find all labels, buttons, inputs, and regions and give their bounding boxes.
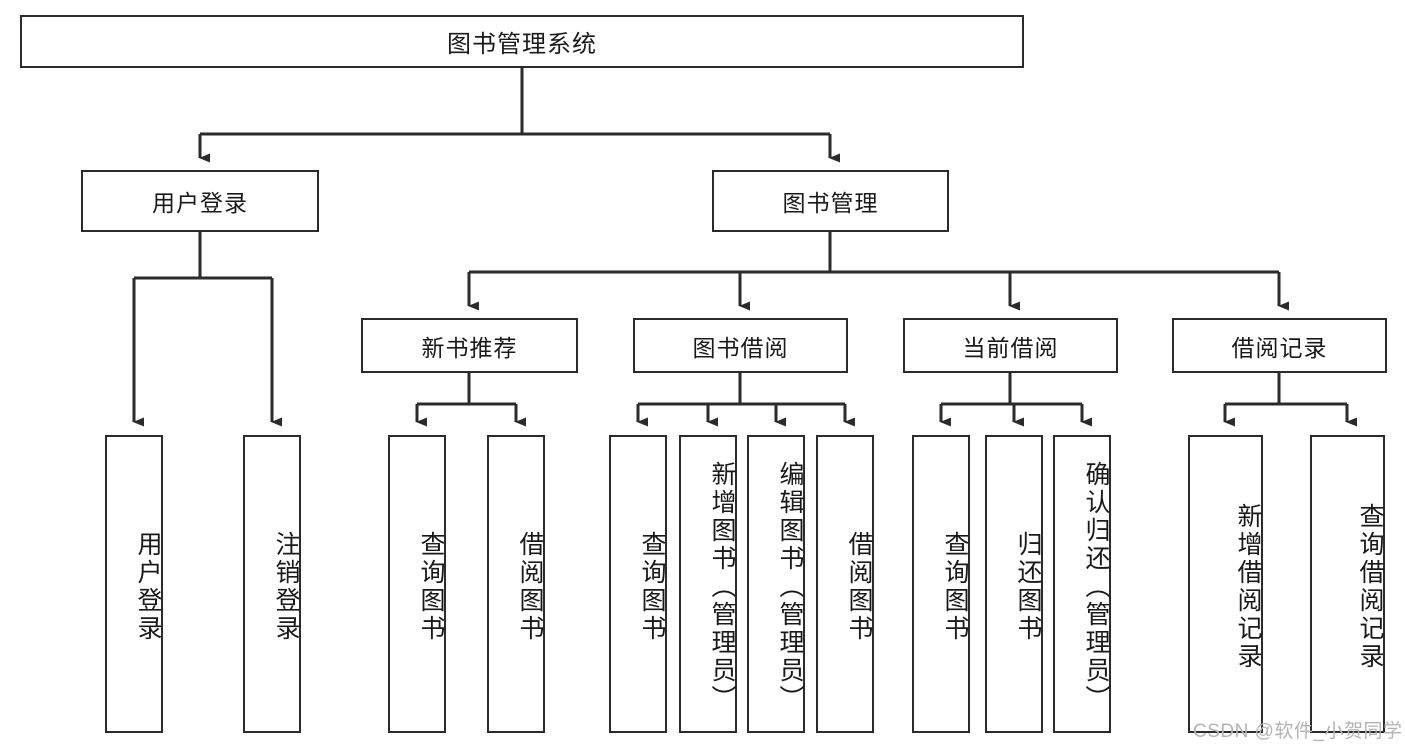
leaf-borrow-book-rec[interactable]: 借阅图书 <box>487 435 545 733</box>
node-current-borrow[interactable]: 当前借阅 <box>903 318 1118 373</box>
node-borrow-record[interactable]: 借阅记录 <box>1172 318 1387 373</box>
leaf-query-book-cur[interactable]: 查询图书 <box>912 435 970 733</box>
csdn-watermark-text: CSDN @软件_小贺同学 <box>1193 721 1403 742</box>
leaf-query-book[interactable]: 查询图书 <box>609 435 667 733</box>
node-borrow-record-label: 借阅记录 <box>1231 334 1328 361</box>
leaf-query-book-rec-label: 查询图书 <box>417 531 445 643</box>
leaf-query-record-label: 查询借阅记录 <box>1356 503 1384 671</box>
leaf-query-record[interactable]: 查询借阅记录 <box>1310 435 1385 733</box>
leaf-user-login[interactable]: 用户登录 <box>105 435 163 733</box>
node-user-login[interactable]: 用户登录 <box>81 170 319 232</box>
leaf-logout[interactable]: 注销登录 <box>243 435 301 733</box>
leaf-edit-book[interactable]: 编辑图书（管理员） <box>747 435 805 733</box>
node-book-borrow[interactable]: 图书借阅 <box>633 318 848 373</box>
leaf-add-record-label: 新增借阅记录 <box>1234 503 1262 671</box>
node-book-manage-label: 图书管理 <box>782 190 879 216</box>
leaf-add-book[interactable]: 新增图书（管理员） <box>679 435 737 733</box>
leaf-query-book-label: 查询图书 <box>638 531 666 643</box>
node-new-book-rec-label: 新书推荐 <box>421 334 518 361</box>
leaf-query-book-cur-label: 查询图书 <box>941 531 969 643</box>
leaf-logout-label: 注销登录 <box>272 531 300 643</box>
leaf-add-record[interactable]: 新增借阅记录 <box>1188 435 1263 733</box>
node-current-borrow-label: 当前借阅 <box>962 334 1059 361</box>
node-book-manage[interactable]: 图书管理 <box>712 170 949 232</box>
leaf-edit-book-label: 编辑图书（管理员） <box>776 461 804 713</box>
leaf-user-login-label: 用户登录 <box>134 531 162 643</box>
node-book-borrow-label: 图书借阅 <box>692 334 789 361</box>
leaf-borrow-book-label: 借阅图书 <box>845 531 873 643</box>
node-root-label: 图书管理系统 <box>447 31 597 58</box>
node-user-login-label: 用户登录 <box>152 190 248 216</box>
leaf-confirm-return[interactable]: 确认归还（管理员） <box>1053 435 1111 733</box>
node-root[interactable]: 图书管理系统 <box>20 15 1024 68</box>
leaf-borrow-book-rec-label: 借阅图书 <box>516 531 544 643</box>
leaf-query-book-rec[interactable]: 查询图书 <box>388 435 446 733</box>
node-new-book-rec[interactable]: 新书推荐 <box>361 318 578 373</box>
leaf-confirm-return-label: 确认归还（管理员） <box>1082 461 1110 713</box>
leaf-borrow-book[interactable]: 借阅图书 <box>816 435 874 733</box>
leaf-return-book[interactable]: 归还图书 <box>985 435 1043 733</box>
leaf-return-book-label: 归还图书 <box>1014 531 1042 643</box>
csdn-watermark: CSDN @软件_小贺同学 <box>1193 716 1402 743</box>
leaf-add-book-label: 新增图书（管理员） <box>708 461 736 713</box>
